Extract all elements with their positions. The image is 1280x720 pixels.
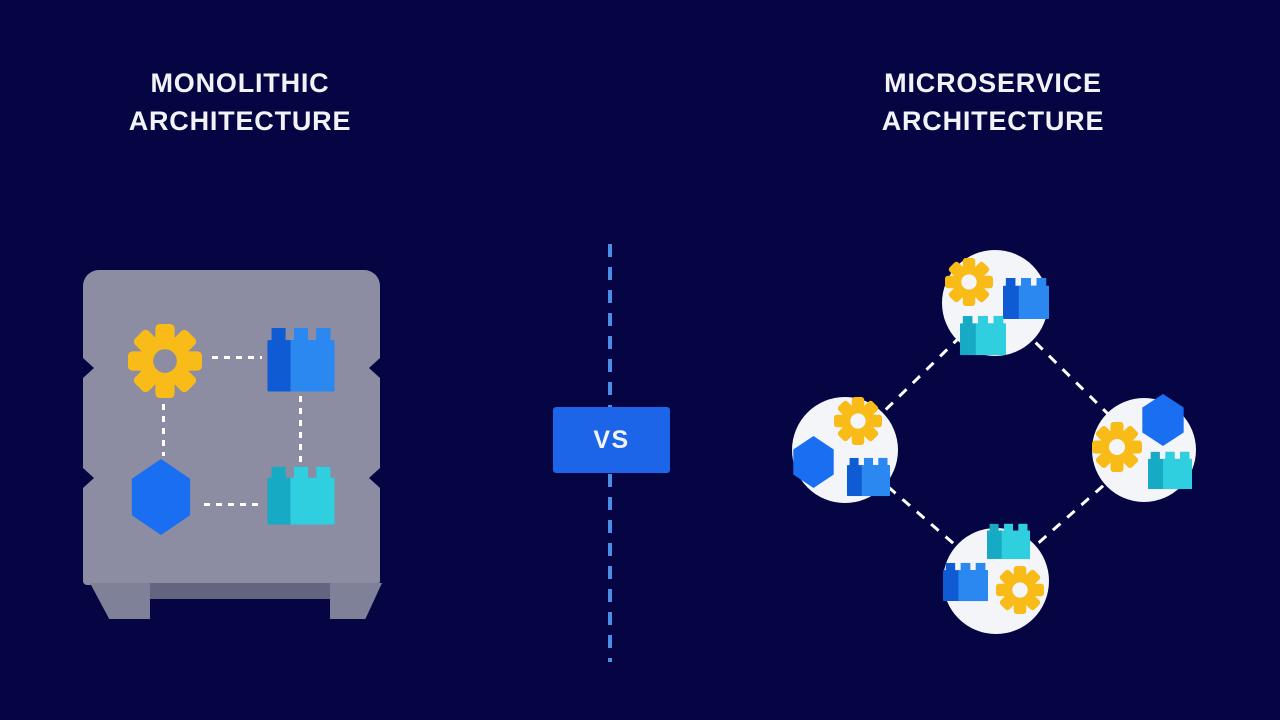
- brick-blue-icon: [846, 456, 891, 497]
- monolith-foot-left: [90, 583, 150, 619]
- connector-brick-brick: [299, 396, 302, 462]
- monolith-notch: [369, 468, 380, 488]
- monolith-body: [83, 270, 380, 585]
- monolithic-title-line1: MONOLITHIC: [150, 68, 330, 98]
- brick-cyan-icon: [1147, 450, 1193, 490]
- vs-badge: VS: [553, 407, 670, 473]
- vs-label: VS: [593, 425, 630, 454]
- gear-icon: [996, 566, 1044, 614]
- monolithic-title: MONOLITHIC ARCHITECTURE: [80, 64, 400, 140]
- monolith-notch: [369, 358, 380, 378]
- connector-hexagon-brick: [204, 503, 262, 506]
- brick-cyan-icon: [959, 314, 1007, 356]
- gear-icon: [945, 258, 993, 306]
- gear-icon: [834, 397, 882, 445]
- monolith-foot-right: [330, 583, 382, 619]
- microservice-title-line2: ARCHITECTURE: [881, 106, 1105, 136]
- brick-blue-icon: [942, 561, 989, 602]
- brick-cyan-icon: [266, 464, 336, 526]
- connector-gear-brick: [212, 356, 262, 359]
- gear-icon: [128, 324, 202, 398]
- brick-blue-icon: [266, 325, 336, 393]
- brick-cyan-icon: [986, 522, 1031, 560]
- monolithic-title-line2: ARCHITECTURE: [128, 106, 352, 136]
- gear-icon: [1092, 422, 1142, 472]
- monolith-notch: [83, 358, 94, 378]
- monolith-notch: [83, 468, 94, 488]
- monolith-base-shadow: [150, 583, 330, 599]
- microservice-title: MICROSERVICE ARCHITECTURE: [833, 64, 1153, 140]
- brick-blue-icon: [1002, 276, 1050, 320]
- microservice-title-line1: MICROSERVICE: [884, 68, 1102, 98]
- connector-gear-hexagon: [162, 404, 165, 456]
